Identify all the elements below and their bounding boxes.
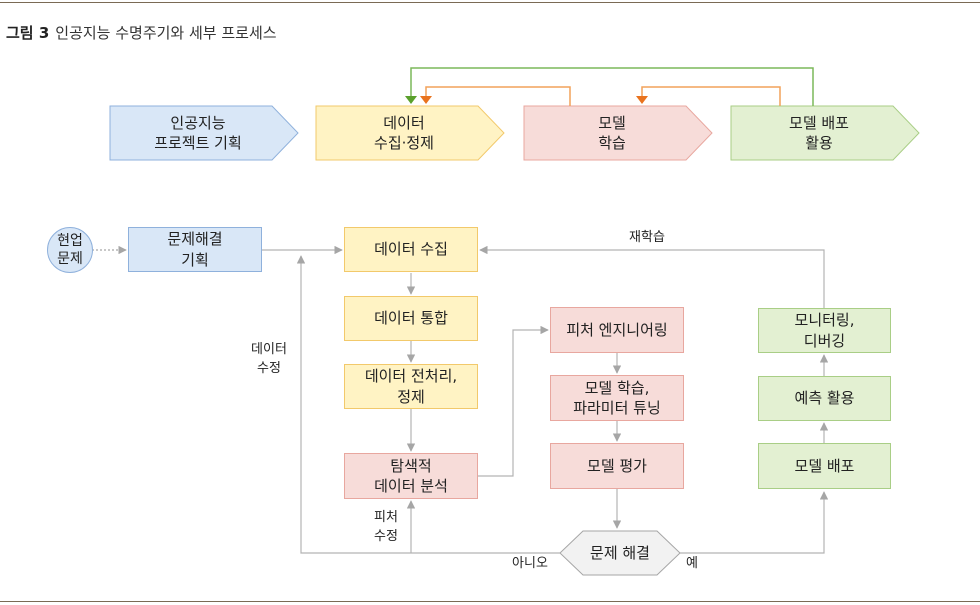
stage-planning-shape bbox=[109, 105, 299, 161]
edge-yes-to-deploy bbox=[680, 491, 829, 554]
stage-deploy-label: 모델 배포 활용 bbox=[789, 113, 849, 152]
evaluate-box: 모델 평가 bbox=[550, 443, 684, 489]
stage-data-label: 데이터 수집·정제 bbox=[374, 113, 434, 152]
train-tune-box: 모델 학습, 파라미터 튜닝 bbox=[550, 375, 684, 421]
no-label: 아니오 bbox=[512, 556, 548, 571]
eda-box: 탐색적 데이터 분석 bbox=[344, 453, 478, 499]
edge-retrain bbox=[479, 245, 825, 308]
decision-label: 문제 해결 bbox=[590, 543, 650, 562]
stage-model-shape bbox=[523, 105, 713, 161]
figure-title: 인공지능 수명주기와 세부 프로세스 bbox=[55, 24, 277, 42]
data-collect-box: 데이터 수집 bbox=[344, 227, 478, 272]
edge-eda-to-feature bbox=[478, 325, 549, 477]
data-preprocess-box: 데이터 전처리, 정제 bbox=[344, 364, 478, 409]
edge-no-to-data-fix bbox=[296, 255, 560, 554]
figure-caption: 그림 3 인공지능 수명주기와 세부 프로세스 bbox=[6, 22, 277, 43]
yes-label: 예 bbox=[686, 556, 698, 571]
data-integrate-box: 데이터 통합 bbox=[344, 296, 478, 341]
figure-number: 그림 3 bbox=[6, 24, 50, 42]
deploy-box: 모델 배포 bbox=[758, 443, 891, 489]
orange-arrowhead-2 bbox=[636, 96, 648, 104]
feedback-model-to-data bbox=[425, 86, 571, 106]
stage-deploy-shape bbox=[730, 105, 920, 161]
feedback-deploy-to-data bbox=[410, 67, 814, 106]
orange-arrowhead-1 bbox=[420, 96, 432, 104]
stage-planning-label: 인공지능 프로젝트 기획 bbox=[154, 113, 242, 152]
retrain-label: 재학습 bbox=[629, 230, 665, 245]
green-arrowhead bbox=[405, 96, 417, 104]
feature-engineering-box: 피처 엔지니어링 bbox=[550, 307, 684, 353]
start-problem: 현업 문제 bbox=[47, 227, 93, 273]
feedback-deploy-to-model bbox=[641, 86, 781, 106]
stage-model-label: 모델 학습 bbox=[598, 113, 626, 152]
problem-planning-box: 문제해결 기획 bbox=[128, 227, 262, 272]
monitor-box: 모니터링, 디버깅 bbox=[758, 308, 891, 353]
top-rule bbox=[0, 2, 980, 3]
bottom-rule bbox=[0, 601, 980, 602]
feature-fix-label: 피처 수정 bbox=[374, 510, 398, 544]
predict-use-box: 예측 활용 bbox=[758, 376, 891, 421]
data-fix-label: 데이터 수정 bbox=[251, 342, 287, 376]
stage-data-shape bbox=[315, 105, 505, 161]
